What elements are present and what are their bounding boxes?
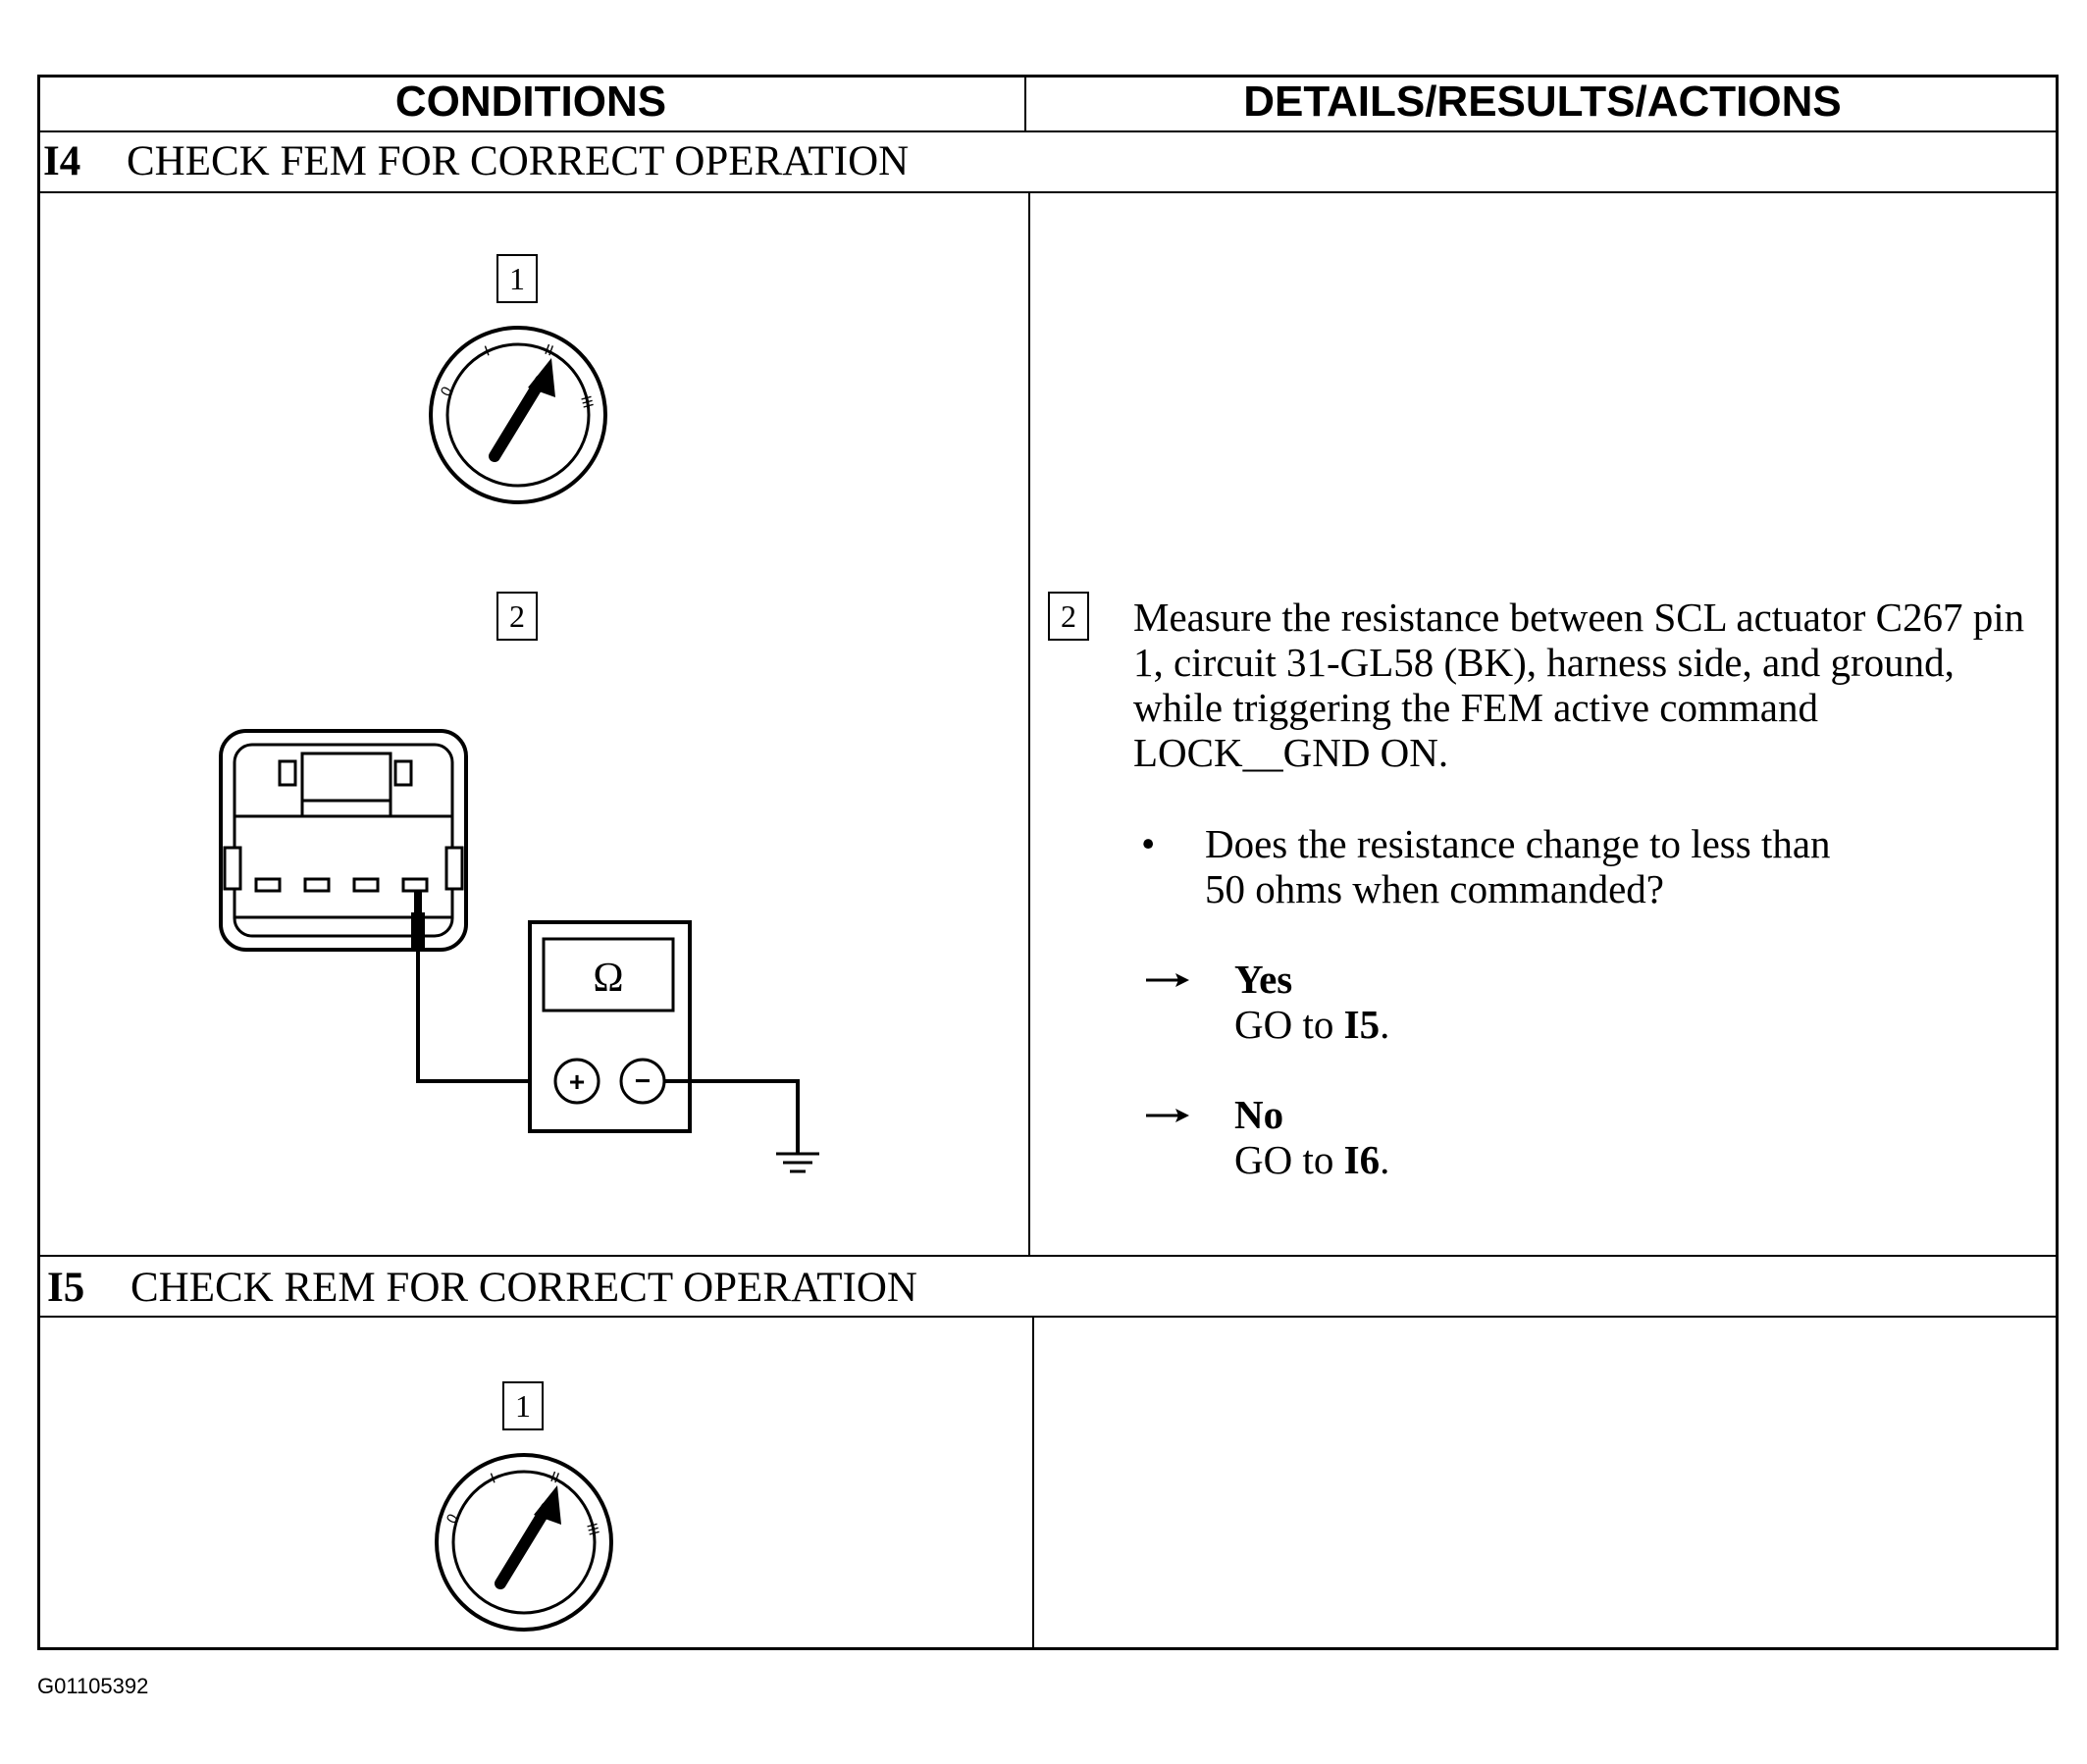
i5-step1-box: 1 [502, 1381, 544, 1430]
column-divider-header [1024, 75, 1026, 131]
ignition-pos-1: I [483, 342, 493, 359]
yes-label: Yes [1234, 957, 1293, 1002]
yes-action: GO to I5. [1234, 1002, 1390, 1047]
details-step2-box: 2 [1048, 592, 1089, 641]
yes-action-prefix: GO to [1234, 1002, 1344, 1047]
ignition-key-icon: 0 I II III [429, 326, 607, 504]
probe-tip [414, 891, 422, 912]
right-arrow-icon [1146, 973, 1189, 987]
section-i4-id: I4 [43, 138, 81, 184]
section-i5-title: I5 CHECK REM FOR CORRECT OPERATION [47, 1264, 917, 1312]
no-action: GO to I6. [1234, 1137, 1390, 1182]
test-lead-positive [416, 950, 577, 1083]
probe-body [411, 912, 425, 950]
measurement-diagram: Ω + − [219, 729, 819, 1173]
details-bullet-text: Does the resistance change to less than … [1205, 821, 1831, 911]
details-bullet-marker: • [1141, 821, 1156, 866]
no-label: No [1234, 1092, 1284, 1137]
figure-id: G01105392 [37, 1674, 149, 1698]
ohmmeter-icon: Ω + − [528, 920, 692, 1133]
i4-step2-box: 2 [496, 592, 538, 641]
yes-action-target: I5 [1343, 1002, 1381, 1047]
connector-icon [219, 729, 468, 952]
ignition-key-icon: 0 I II III [435, 1453, 613, 1632]
i4-step1-box: 1 [496, 254, 538, 303]
ignition-pos-3: III [583, 1522, 602, 1537]
plus-terminal: + [569, 1066, 585, 1097]
minus-terminal: − [635, 1065, 651, 1096]
section-i4-title: I4 CHECK FEM FOR CORRECT OPERATION [43, 137, 909, 185]
procedure-table [37, 75, 2059, 1650]
ohm-symbol: Ω [593, 956, 623, 1001]
section-i4-title-text: CHECK FEM FOR CORRECT OPERATION [127, 138, 910, 184]
test-lead-negative [664, 1079, 800, 1154]
column-divider-i5 [1032, 1317, 1034, 1650]
header-bottom-rule [37, 130, 2059, 132]
ignition-pos-1: I [489, 1470, 498, 1486]
column-divider-i4 [1028, 192, 1030, 1255]
ground-symbol-icon [776, 1152, 819, 1173]
section-i5-top-rule [37, 1255, 2059, 1257]
section-i5-title-text: CHECK REM FOR CORRECT OPERATION [130, 1265, 917, 1311]
section-i5-title-rule [37, 1316, 2059, 1318]
section-i4-title-rule [37, 191, 2059, 193]
section-i5-id: I5 [47, 1265, 85, 1311]
details-header: DETAILS/RESULTS/ACTIONS [1243, 78, 1842, 126]
no-action-target: I6 [1343, 1137, 1381, 1182]
no-action-prefix: GO to [1234, 1137, 1344, 1182]
details-instruction: Measure the resistance between SCL actua… [1133, 595, 2025, 775]
ignition-pos-3: III [577, 394, 597, 410]
conditions-header: CONDITIONS [394, 78, 667, 126]
right-arrow-icon [1146, 1109, 1189, 1122]
